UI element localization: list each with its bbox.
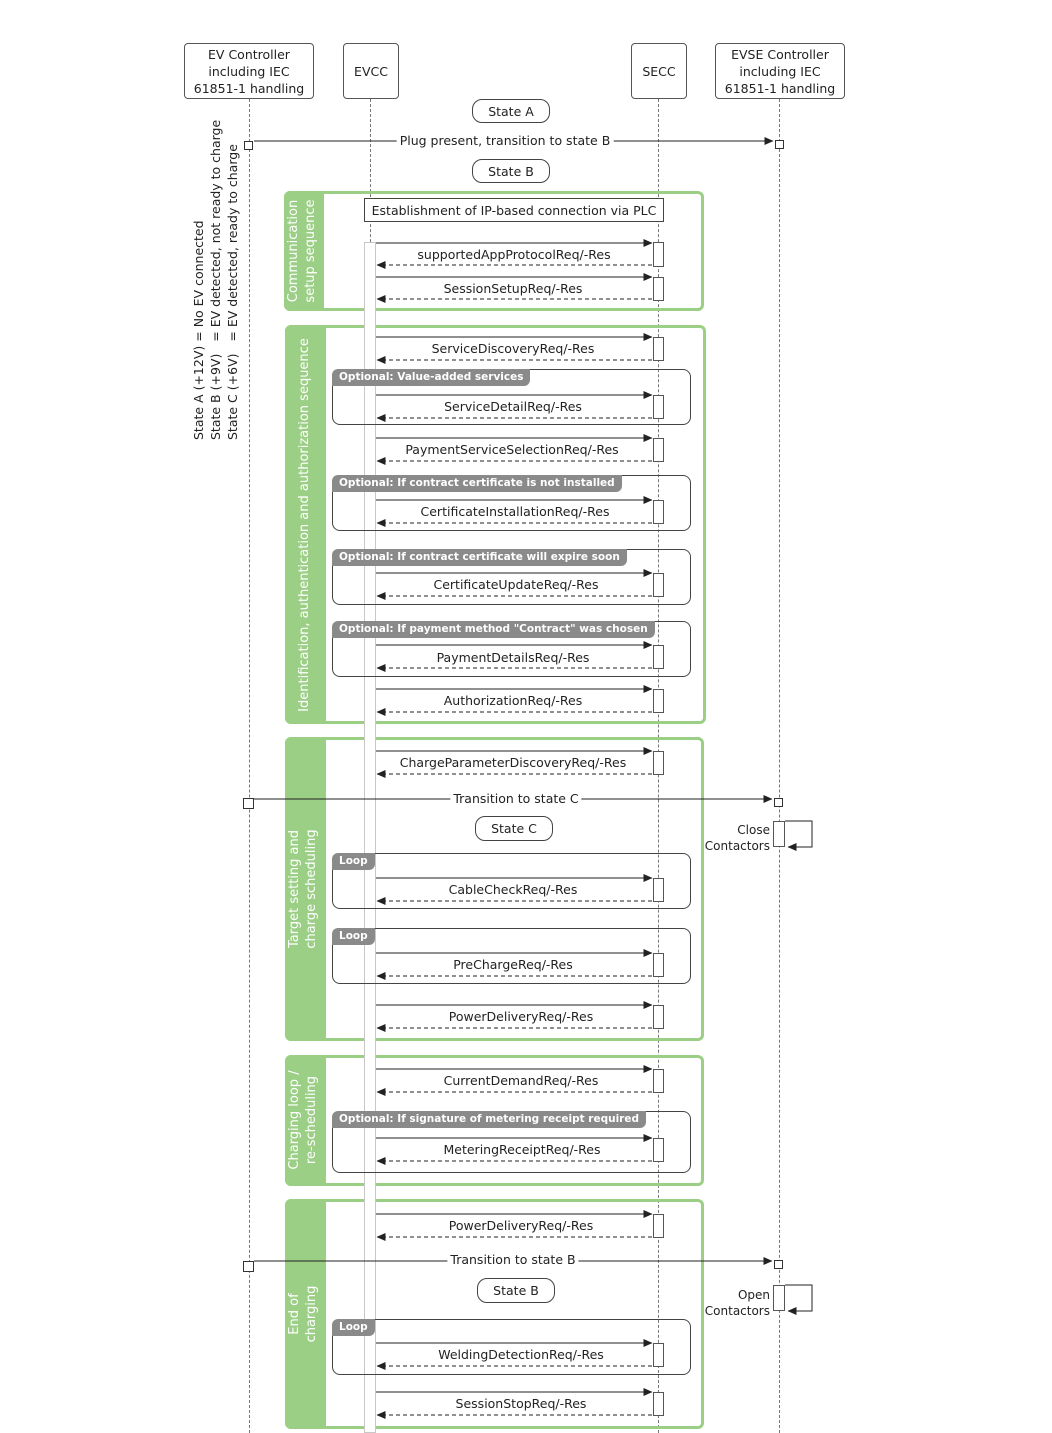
frame-metering: Optional: If signature of metering recei…	[332, 1111, 691, 1173]
message-label: supportedAppProtocolReq/-Res	[414, 247, 614, 262]
message-label: SessionStopReq/-Res	[452, 1396, 590, 1411]
message-label: SessionSetupReq/-Res	[440, 281, 586, 296]
evse-controller-event-box	[774, 1260, 783, 1269]
frame-cert-update: Optional: If contract certificate will e…	[332, 549, 691, 605]
state-a-pill: State A	[472, 99, 550, 123]
phase-charging-loop-band	[285, 1055, 326, 1186]
evse-controller-event-box	[774, 798, 783, 807]
secc-activation	[653, 1069, 664, 1093]
frame-tag: Optional: Value-added services	[332, 369, 531, 386]
secc-activation	[653, 337, 664, 361]
frame-payment-contract: Optional: If payment method "Contract" w…	[332, 621, 691, 677]
phase-end-band	[285, 1199, 326, 1429]
phase-communication-band	[284, 191, 324, 311]
participant-evse-controller: EVSE Controller including IEC 61851-1 ha…	[715, 43, 845, 99]
frame-tag: Optional: If payment method "Contract" w…	[332, 621, 655, 638]
frame-loop-cablecheck: Loop	[332, 853, 691, 909]
ev-controller-event-box	[243, 798, 254, 809]
message-label: MeteringReceiptReq/-Res	[440, 1142, 604, 1157]
state-b-pill-2: State B	[477, 1278, 555, 1303]
close-contactors-loop	[785, 820, 813, 851]
message-label: CertificateInstallationReq/-Res	[417, 504, 613, 519]
secc-activation	[653, 1005, 664, 1029]
secc-activation	[653, 242, 664, 267]
secc-activation	[653, 953, 664, 977]
message-label: CertificateUpdateReq/-Res	[430, 577, 602, 592]
lifeline-ev-controller	[249, 99, 250, 1433]
message-label: ServiceDetailReq/-Res	[441, 399, 585, 414]
secc-activation	[653, 573, 664, 597]
message-label: WeldingDetectionReq/-Res	[435, 1347, 607, 1362]
secc-activation	[653, 395, 664, 419]
phase-target-band	[285, 737, 326, 1041]
ev-controller-event-box	[243, 1261, 254, 1272]
secc-activation	[653, 1392, 664, 1416]
participant-ev-controller: EV Controller including IEC 61851-1 hand…	[184, 43, 314, 99]
secc-activation	[653, 1138, 664, 1162]
secc-activation	[653, 689, 664, 713]
secc-activation	[653, 751, 664, 775]
close-contactors-label: Close Contactors	[704, 823, 770, 853]
secc-activation	[653, 1214, 664, 1238]
message-label: PowerDeliveryReq/-Res	[445, 1218, 597, 1233]
message-label: PreChargeReq/-Res	[450, 957, 576, 972]
phase-identification-band	[285, 325, 326, 724]
frame-tag: Optional: If contract certificate will e…	[332, 549, 627, 566]
open-contactors-loop	[785, 1284, 813, 1315]
secc-activation	[653, 645, 664, 669]
state-c-pill: State C	[475, 816, 553, 841]
frame-tag: Loop	[332, 928, 375, 945]
frame-cert-install: Optional: If contract certificate is not…	[332, 475, 691, 531]
transition-to-state-c: Transition to state C	[450, 791, 582, 806]
secc-activation	[653, 500, 664, 524]
message-label: AuthorizationReq/-Res	[440, 693, 586, 708]
ip-connection-note: Establishment of IP-based connection via…	[364, 198, 664, 222]
evse-contactor-activation	[773, 821, 785, 847]
message-label: PaymentDetailsReq/-Res	[433, 650, 593, 665]
evse-controller-event-box	[775, 140, 784, 149]
secc-activation	[653, 438, 664, 462]
message-label: PowerDeliveryReq/-Res	[445, 1009, 597, 1024]
secc-activation	[653, 277, 664, 301]
secc-activation	[653, 1343, 664, 1367]
frame-value-added: Optional: Value-added services	[332, 369, 691, 425]
message-label: ServiceDiscoveryReq/-Res	[428, 341, 598, 356]
participant-secc: SECC	[631, 43, 687, 99]
state-b-pill: State B	[472, 159, 550, 183]
participant-evcc: EVCC	[343, 43, 399, 99]
evse-contactor-activation	[773, 1285, 785, 1311]
message-label: CurrentDemandReq/-Res	[440, 1073, 602, 1088]
transition-to-state-b: Transition to state B	[447, 1252, 579, 1267]
transition-plug-present: Plug present, transition to state B	[396, 133, 614, 148]
frame-tag: Optional: If contract certificate is not…	[332, 475, 622, 492]
frame-tag: Loop	[332, 853, 375, 870]
frame-loop-precharge: Loop	[332, 928, 691, 984]
message-label: ChargeParameterDiscoveryReq/-Res	[396, 755, 630, 770]
frame-tag: Loop	[332, 1319, 375, 1336]
frame-loop-welding: Loop	[332, 1319, 691, 1375]
frame-tag: Optional: If signature of metering recei…	[332, 1111, 646, 1128]
lifeline-evse-controller	[779, 99, 780, 1433]
open-contactors-label: Open Contactors	[704, 1288, 770, 1318]
message-label: CableCheckReq/-Res	[445, 882, 581, 897]
secc-activation	[653, 878, 664, 902]
message-label: PaymentServiceSelectionReq/-Res	[402, 442, 622, 457]
ev-controller-event-box	[244, 141, 253, 150]
